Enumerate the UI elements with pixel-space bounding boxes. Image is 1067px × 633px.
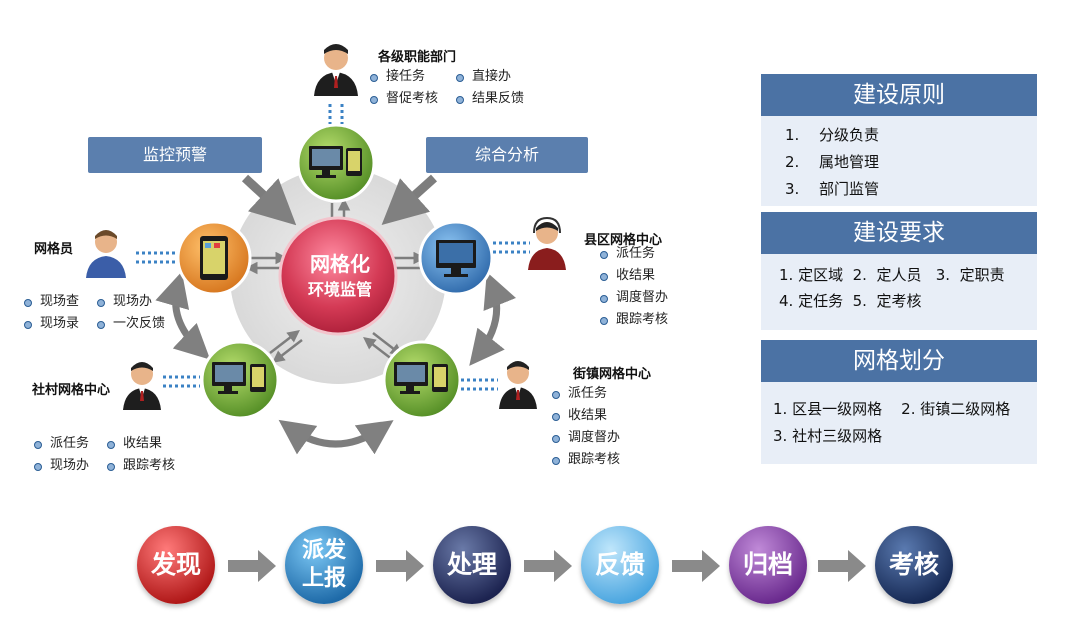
person-suit-icon <box>499 361 537 409</box>
grid-member-title: 网格员 <box>34 242 74 257</box>
division-panel: 网格划分 1. 区县一级网格 2. 街镇二级网格 3. 社村三级网格 <box>761 340 1037 464</box>
arrow-right-icon <box>228 550 866 582</box>
flow-step-handle: 处理 <box>433 526 511 604</box>
flow-step-dispatch: 派发上报 <box>285 526 363 604</box>
top-dept-title: 各级职能部门 <box>378 50 457 65</box>
list-item: 收结果 <box>596 265 668 287</box>
person-suit-icon <box>314 44 358 96</box>
person-casual-icon <box>86 230 126 278</box>
computer-icon <box>436 240 476 277</box>
flow-step-assess: 考核 <box>875 526 953 604</box>
list-item: 直接办 <box>452 66 524 88</box>
list-item: 收结果 <box>103 433 175 455</box>
list-item: 1.分级负责 <box>785 126 880 144</box>
town-center-list: 派任务 收结果 调度督办 跟踪考核 <box>548 383 620 471</box>
town-center-title: 街镇网格中心 <box>573 367 652 382</box>
list-item: 派任务 <box>30 433 89 455</box>
requirements-line: 1. 定区域 2. 定人员 3. 定职责 <box>779 266 1005 284</box>
village-center-list: 派任务 收结果 现场办 跟踪考核 <box>30 433 175 477</box>
monitor-label: 监控预警 <box>88 137 262 173</box>
outer-cycle-arrows <box>155 271 517 455</box>
list-item: 派任务 <box>548 383 620 405</box>
top-dept-list: 接任务 直接办 督促考核 结果反馈 <box>366 66 524 110</box>
list-item: 收结果 <box>548 405 620 427</box>
computer-phone-icon <box>212 362 266 394</box>
division-line: 1. 区县一级网格 2. 街镇二级网格 <box>773 400 1011 418</box>
list-item: 2.属地管理 <box>785 153 880 171</box>
person-suit-icon <box>123 362 161 410</box>
list-item: 调度督办 <box>548 427 620 449</box>
list-item: 跟踪考核 <box>596 309 668 331</box>
flow-step-feedback: 反馈 <box>581 526 659 604</box>
principles-panel: 建设原则 1.分级负责 2.属地管理 3.部门监管 <box>761 74 1037 206</box>
list-item: 一次反馈 <box>93 313 165 335</box>
division-line: 3. 社村三级网格 <box>773 427 883 445</box>
analysis-label: 综合分析 <box>426 137 588 173</box>
list-item: 现场录 <box>20 313 79 335</box>
county-center-title: 县区网格中心 <box>584 233 663 248</box>
dotted-connectors <box>136 104 530 391</box>
list-item: 督促考核 <box>366 88 438 110</box>
flow-step-discover: 发现 <box>137 526 215 604</box>
list-item: 现场查 <box>20 291 79 313</box>
list-item: 现场办 <box>30 455 89 477</box>
person-headset-icon <box>528 216 566 270</box>
flow-step-archive: 归档 <box>729 526 807 604</box>
requirements-line: 4. 定任务 5. 定考核 <box>779 292 922 310</box>
list-item: 结果反馈 <box>452 88 524 110</box>
requirements-panel: 建设要求 1. 定区域 2. 定人员 3. 定职责 4. 定任务 5. 定考核 <box>761 212 1037 330</box>
computer-phone-icon <box>394 362 448 394</box>
village-center-title: 社村网格中心 <box>32 383 111 398</box>
principles-panel-title: 建设原则 <box>761 74 1037 116</box>
list-item: 跟踪考核 <box>548 449 620 471</box>
list-item: 3.部门监管 <box>785 180 880 198</box>
division-panel-title: 网格划分 <box>761 340 1037 382</box>
list-item: 接任务 <box>366 66 438 88</box>
list-item: 派任务 <box>596 243 668 265</box>
list-item: 跟踪考核 <box>103 455 175 477</box>
center-subtitle: 环境监管 <box>307 280 372 299</box>
requirements-panel-title: 建设要求 <box>761 212 1037 254</box>
center-title: 网格化 <box>310 252 370 276</box>
grid-member-list: 现场查 现场办 现场录 一次反馈 <box>20 291 165 335</box>
county-center-list: 派任务 收结果 调度督办 跟踪考核 <box>596 243 668 331</box>
phone-icon <box>200 236 228 280</box>
principles-list: 1.分级负责 2.属地管理 3.部门监管 <box>777 122 1021 203</box>
inward-arrows <box>241 174 438 226</box>
list-item: 调度督办 <box>596 287 668 309</box>
computer-phone-icon <box>309 146 362 178</box>
list-item: 现场办 <box>93 291 165 313</box>
